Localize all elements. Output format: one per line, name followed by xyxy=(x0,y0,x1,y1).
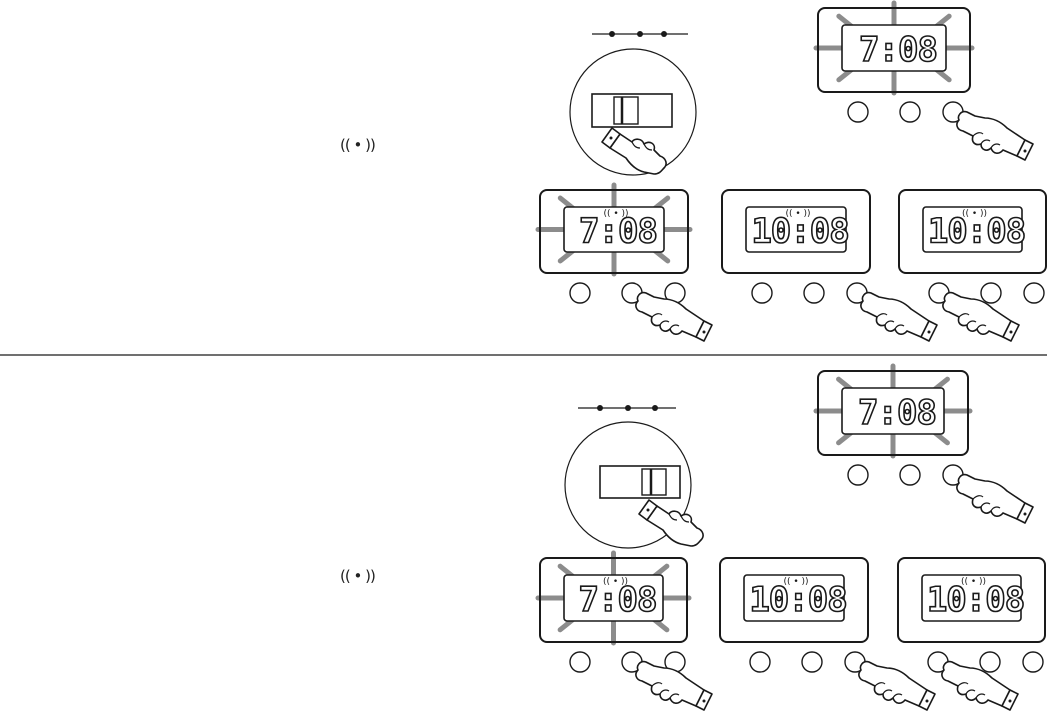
control-button-2 xyxy=(980,282,1002,304)
lower-selector-switch xyxy=(564,405,704,549)
lcd-screen xyxy=(563,574,664,622)
clock-panel-alarm-step-3: 10:08(( • )) xyxy=(719,557,936,711)
clock-panel-alarm-step-4: 10:08(( • )) xyxy=(897,557,1046,711)
hand-pressing-button-icon xyxy=(858,660,936,711)
clock-panel-alarm-step-3: 10:08(( • )) xyxy=(721,189,938,342)
clock-panel-set-time: 7:08 xyxy=(813,0,1034,161)
lcd-time: 7:08 xyxy=(859,30,937,70)
hand-pressing-button-icon xyxy=(942,291,1020,342)
upper-selector-switch xyxy=(569,31,697,176)
control-button-3 xyxy=(1022,651,1044,673)
clock-panel-set-alarm-flash: 7:08(( • )) xyxy=(535,182,713,342)
lcd-time: 7:08 xyxy=(579,212,657,252)
clock-housing xyxy=(539,557,688,643)
alarm-indicator-icon: (( • )) xyxy=(783,577,808,587)
control-button-1 xyxy=(847,101,869,123)
control-button-2 xyxy=(979,651,1001,673)
hand-pressing-button-icon xyxy=(941,660,1019,711)
control-button-1 xyxy=(847,464,869,486)
lcd-screen xyxy=(921,574,1022,622)
alarm-indicator-icon: (( • )) xyxy=(961,577,986,587)
lcd-time: 10:08 xyxy=(927,580,1024,620)
clock-panel-set-time: 7:08 xyxy=(813,363,1034,524)
hand-pressing-button-icon xyxy=(956,110,1034,161)
alarm-indicator-icon: (( • )) xyxy=(785,209,810,219)
alarm-symbol-lower: (( • )) xyxy=(340,567,376,585)
lcd-screen xyxy=(743,574,845,622)
clock-housing xyxy=(721,189,871,274)
lcd-time: 7:08 xyxy=(579,580,657,620)
control-button-2 xyxy=(801,651,823,673)
alarm-indicator-icon: (( • )) xyxy=(603,209,628,219)
control-button-1 xyxy=(749,651,771,673)
clock-panel-alarm-step-4: 10:08(( • )) xyxy=(898,189,1047,342)
control-button-1 xyxy=(751,282,773,304)
clock-housing xyxy=(539,189,689,274)
alarm-indicator-icon: (( • )) xyxy=(962,209,987,219)
slide-switch xyxy=(599,465,681,499)
lcd-screen xyxy=(841,24,947,72)
lcd-time: 10:08 xyxy=(751,212,848,252)
clock-panel-set-alarm-flash: 7:08(( • )) xyxy=(535,550,713,711)
alarm-symbol-upper: (( • )) xyxy=(340,136,376,154)
control-button-3 xyxy=(1023,282,1045,304)
control-button-2 xyxy=(899,464,921,486)
clock-housing xyxy=(817,370,969,456)
clock-housing xyxy=(897,557,1046,643)
lcd-time: 7:08 xyxy=(858,393,936,433)
lcd-time: 10:08 xyxy=(749,580,846,620)
clock-housing xyxy=(719,557,869,643)
clock-housing xyxy=(817,7,971,93)
control-button-2 xyxy=(803,282,825,304)
slide-switch-knob xyxy=(613,96,639,125)
lcd-screen xyxy=(563,206,665,253)
slide-switch-knob xyxy=(641,468,667,496)
hand-pressing-button-icon xyxy=(956,473,1034,524)
lcd-screen xyxy=(922,206,1023,253)
lcd-screen xyxy=(745,206,847,253)
control-button-1 xyxy=(569,282,591,304)
lcd-screen xyxy=(841,387,945,435)
alarm-indicator-icon: (( • )) xyxy=(603,577,628,587)
clock-housing xyxy=(898,189,1047,274)
control-button-1 xyxy=(569,651,591,673)
control-button-2 xyxy=(899,101,921,123)
lcd-time: 10:08 xyxy=(928,212,1025,252)
hand-pressing-button-icon xyxy=(860,291,938,342)
